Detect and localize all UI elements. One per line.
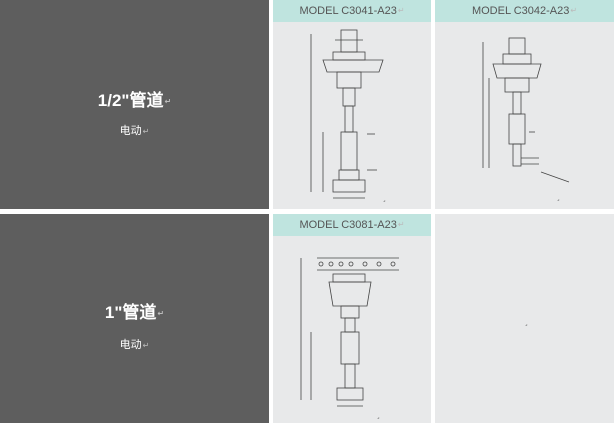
row2-label-cell: 1"管道↵ 电动↵ [0, 214, 269, 423]
model-c3042-label: MODEL C3042-A23 [471, 5, 570, 17]
valve-drawing-c3041 [310, 29, 384, 199]
valve-drawing-c3081 [300, 257, 399, 407]
paragraph-mark-icon: ↵ [397, 220, 405, 230]
footnote-mark: ˼ [383, 193, 386, 202]
row1-label-cell: 1/2"管道↵ 电动↵ [0, 0, 269, 209]
model-c3042-cell: MODEL C3042-A23↵ ˼ [435, 0, 614, 209]
model-c3081-header: MODEL C3081-A23↵ [273, 214, 431, 236]
valve-drawing-c3042 [482, 37, 570, 183]
footnote-mark: ˼ [557, 192, 560, 201]
model-c3041-label: MODEL C3041-A23 [299, 5, 397, 17]
paragraph-mark-icon: ↵ [142, 340, 150, 350]
row2-subtitle: 电动↵ [0, 336, 269, 352]
row2-title: 1"管道↵ [0, 298, 269, 323]
row2-title-text: 1"管道 [104, 303, 157, 322]
row1-title-text: 1/2"管道 [97, 91, 164, 110]
footnote-mark: ˼ [377, 410, 380, 419]
model-c3042-header: MODEL C3042-A23↵ [435, 0, 614, 22]
model-c3041-header: MODEL C3041-A23↵ [273, 0, 431, 22]
paragraph-mark-icon: ↵ [397, 6, 405, 16]
paragraph-mark-icon: ↵ [157, 309, 165, 319]
paragraph-mark-icon: ↵ [164, 97, 172, 107]
empty-cell: ˼ [435, 214, 614, 423]
footnote-mark: ˼ [525, 317, 528, 326]
paragraph-mark-icon: ↵ [142, 126, 150, 136]
model-c3041-cell: MODEL C3041-A23↵ ˼ [273, 0, 431, 209]
paragraph-mark-icon: ↵ [570, 6, 578, 16]
model-c3081-cell: MODEL C3081-A23↵ ˼ [273, 214, 431, 423]
model-c3081-label: MODEL C3081-A23 [299, 219, 397, 231]
row1-title: 1/2"管道↵ [0, 86, 269, 111]
row1-subtitle-text: 电动 [119, 125, 142, 137]
row2-subtitle-text: 电动 [119, 339, 142, 351]
row1-subtitle: 电动↵ [0, 122, 269, 138]
